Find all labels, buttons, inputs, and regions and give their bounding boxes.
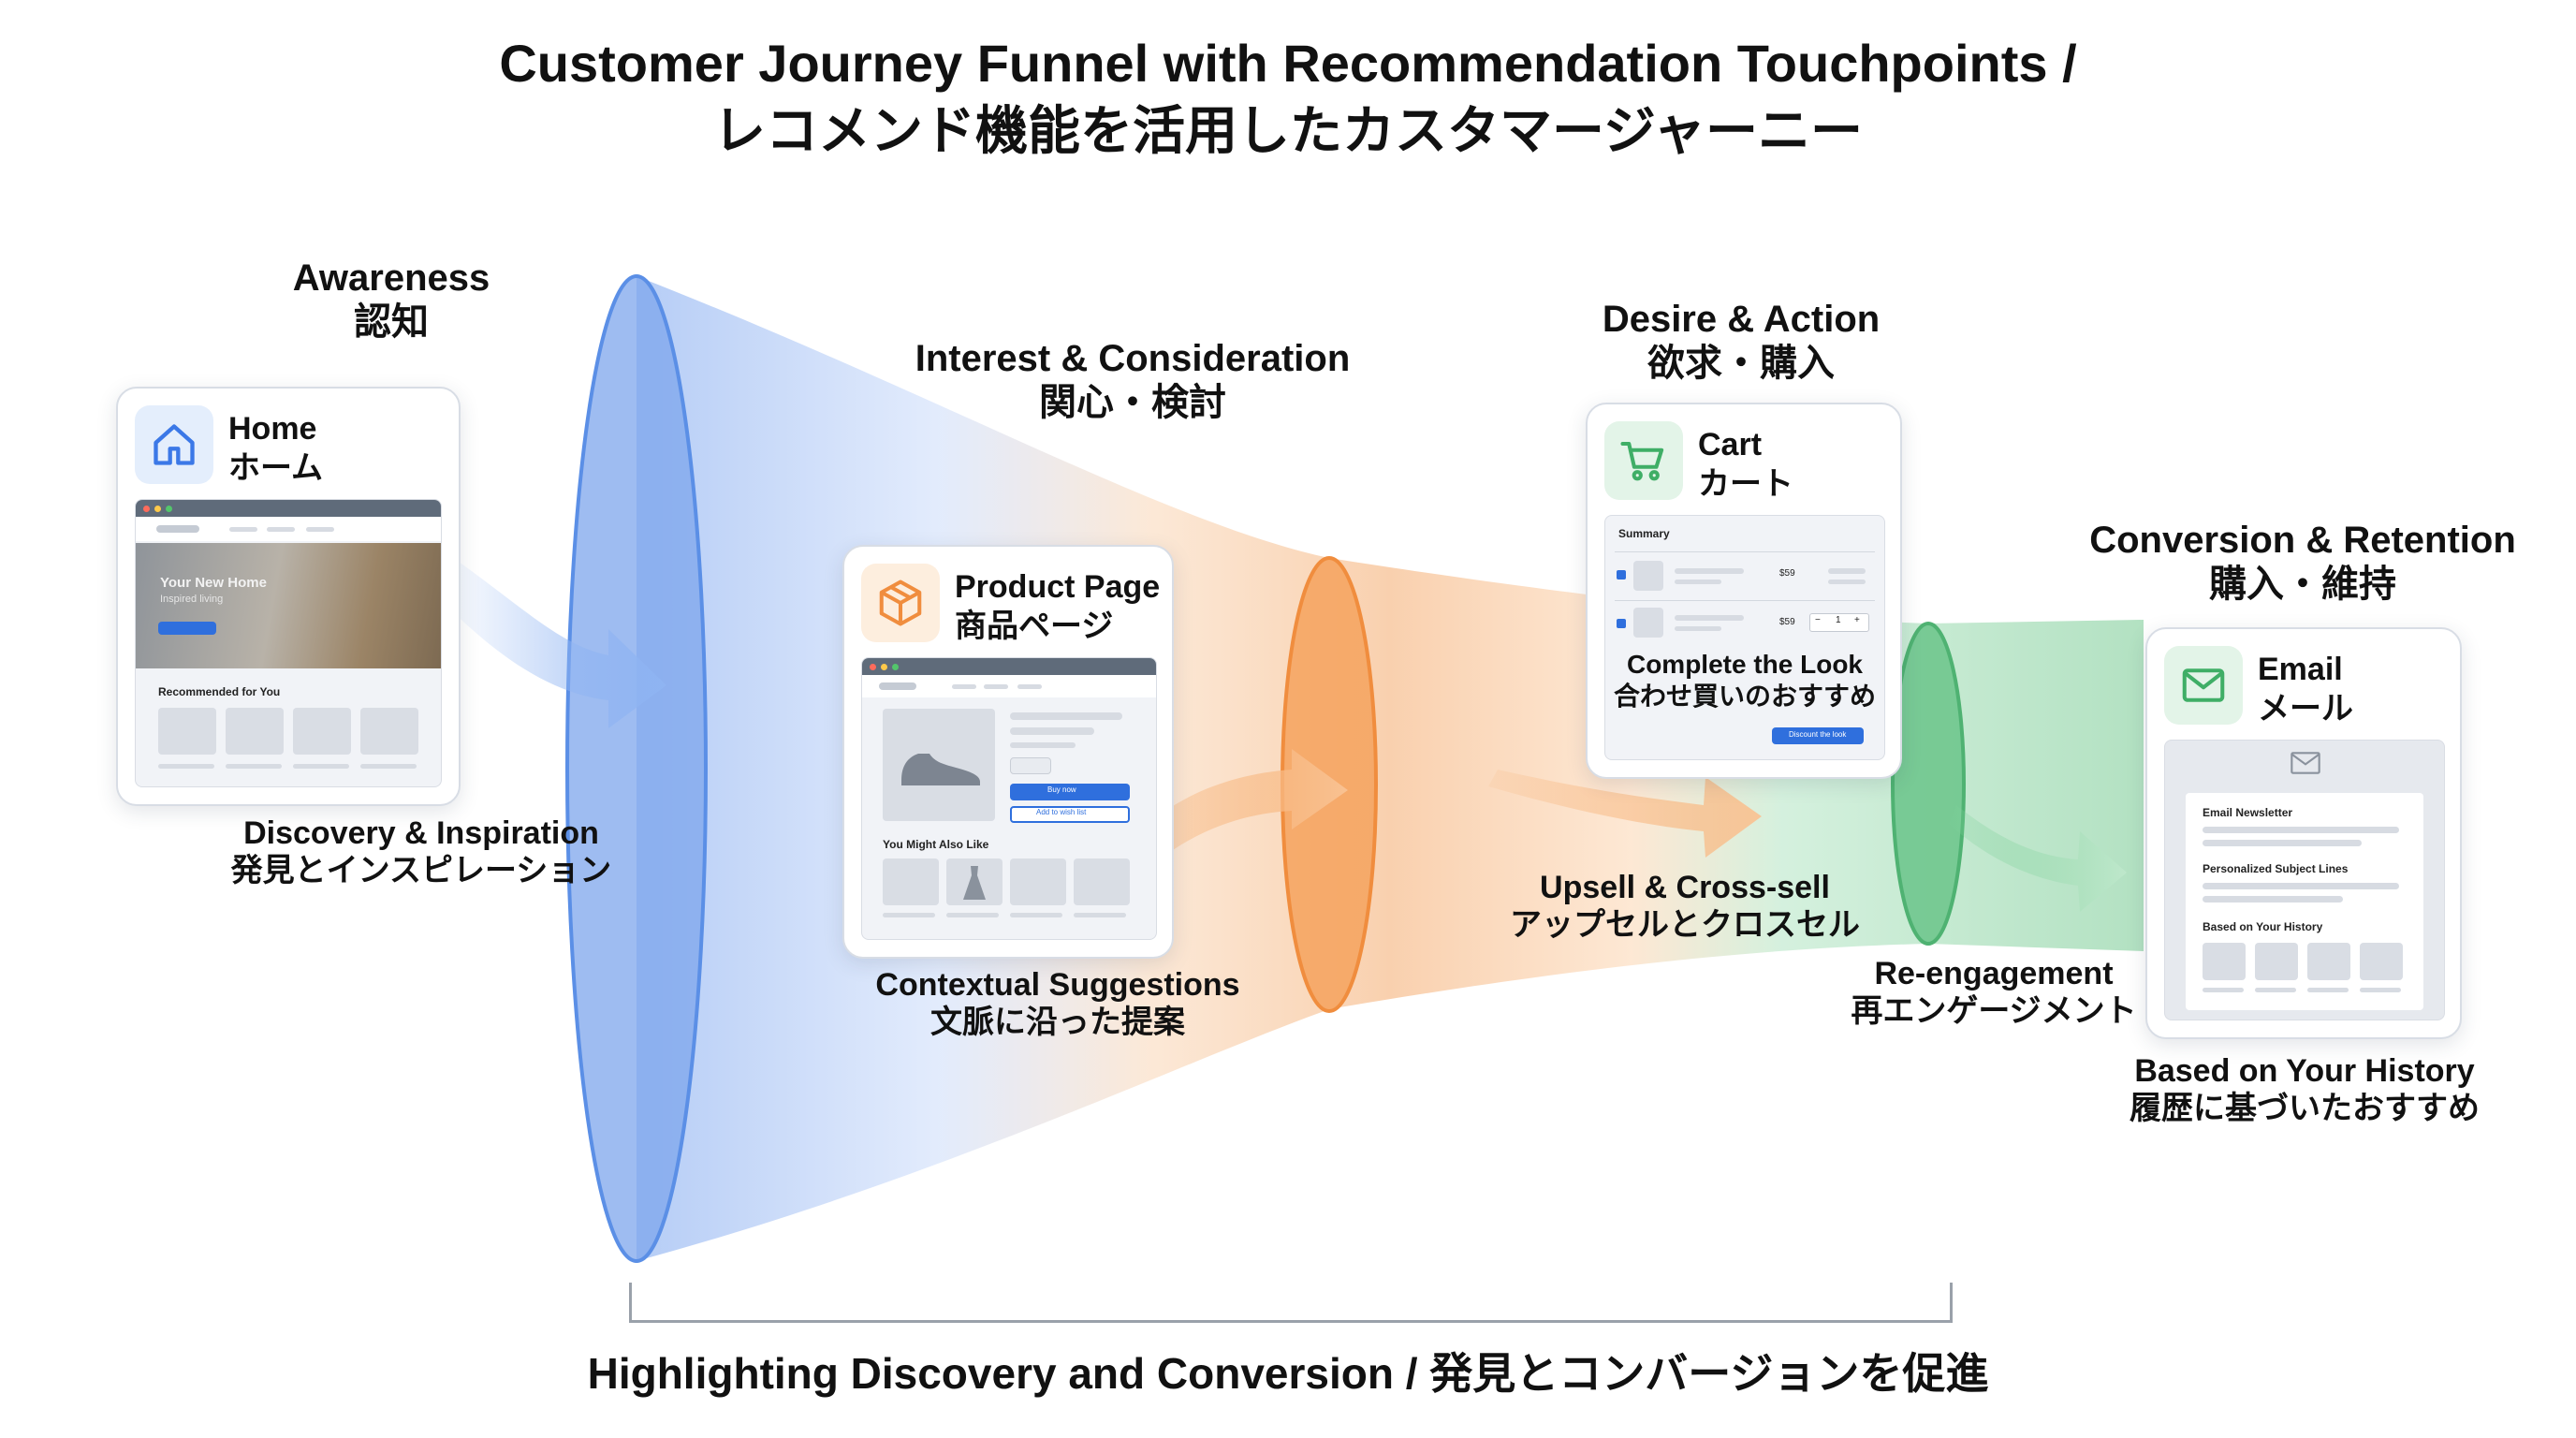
product-page-mockup: Buy now Add to wish list You Might Also … xyxy=(861,657,1157,940)
buy-now-button[interactable] xyxy=(1010,784,1130,800)
suggestion-tile[interactable] xyxy=(883,858,939,905)
quantity-value: 1 xyxy=(1836,615,1841,625)
email-product-tile[interactable] xyxy=(2360,943,2403,980)
envelope-icon xyxy=(2291,752,2320,774)
title-line-2: レコメンド機能を活用したカスタマージャーニー xyxy=(712,100,1864,160)
home-recommended-heading: Recommended for You xyxy=(158,685,281,698)
cart-cta-button[interactable] xyxy=(1772,727,1864,744)
recommended-tile[interactable] xyxy=(226,708,284,755)
stage-label-awareness: Awareness 認知 xyxy=(292,257,490,344)
caption-reengagement: Re-engagement 再エンゲージメント xyxy=(1851,956,2137,1030)
cart-item-price: $59 xyxy=(1779,617,1795,627)
home-icon xyxy=(135,405,213,484)
email-product-tile[interactable] xyxy=(2203,943,2246,980)
shoe-icon xyxy=(901,754,980,785)
orange-flow-arrow-2 xyxy=(1488,770,1762,858)
email-card: Email メール Email Newsletter Personalized … xyxy=(2145,627,2462,1039)
email-subject-label: Personalized Subject Lines xyxy=(2203,862,2349,875)
caption-contextual: Contextual Suggestions 文脈に沿った提案 xyxy=(875,967,1240,1041)
home-page-mockup: Your New Home Inspired living Recommende… xyxy=(135,499,442,787)
quantity-stepper[interactable] xyxy=(1809,613,1869,632)
email-newsletter-label: Email Newsletter xyxy=(2203,806,2293,819)
page-title: Customer Journey Funnel with Recommendat… xyxy=(165,30,2411,164)
bottom-bracket xyxy=(629,1283,1953,1323)
you-might-also-like-heading: You Might Also Like xyxy=(883,838,989,851)
cart-card-title: Cart カート xyxy=(1698,427,1793,503)
home-card: Home ホーム Your New Home Inspired living R… xyxy=(116,387,461,806)
home-hero-subtext: Inspired living xyxy=(160,594,224,605)
complete-the-look-label: Complete the Look 合わせ買いのおすすめ xyxy=(1613,650,1876,712)
home-hero-text: Your New Home xyxy=(160,575,267,591)
suggestion-tile[interactable] xyxy=(1074,858,1130,905)
cart-item-checkbox[interactable] xyxy=(1617,570,1626,580)
mail-icon xyxy=(2164,646,2243,725)
caption-discovery: Discovery & Inspiration 発見とインスピレーション xyxy=(230,815,612,889)
product-card-title: Product Page 商品ページ xyxy=(955,569,1161,645)
cart-item-checkbox[interactable] xyxy=(1617,619,1626,628)
email-history-label: Based on Your History xyxy=(2203,920,2323,933)
email-product-tile[interactable] xyxy=(2307,943,2350,980)
cart-card: Cart カート Summary $59 $59 − 1 + Complete … xyxy=(1586,403,1902,779)
cart-page-mockup: Summary $59 $59 − 1 + Complete the Look … xyxy=(1604,515,1885,760)
email-card-title: Email メール xyxy=(2258,652,2353,727)
recommended-tile[interactable] xyxy=(360,708,418,755)
stage-label-desire: Desire & Action 欲求・購入 xyxy=(1602,299,1881,385)
green-flow-arrow xyxy=(1949,805,2127,912)
email-mockup: Email Newsletter Personalized Subject Li… xyxy=(2164,740,2445,1020)
cart-item-price: $59 xyxy=(1779,568,1795,579)
cart-icon xyxy=(1604,421,1683,500)
cart-item-thumb xyxy=(1633,561,1663,591)
blue-flow-arrow xyxy=(440,562,666,728)
product-card: Product Page 商品ページ Buy now Add to wish l… xyxy=(842,545,1174,959)
email-product-tile[interactable] xyxy=(2255,943,2298,980)
home-card-title: Home ホーム xyxy=(228,411,323,487)
stage-label-interest: Interest & Consideration 関心・検討 xyxy=(915,338,1351,424)
footer-tagline: Highlighting Discovery and Conversion / … xyxy=(587,1349,1989,1398)
title-line-1: Customer Journey Funnel with Recommendat… xyxy=(499,34,2077,93)
caption-upsell: Upsell & Cross-sell アップセルとクロスセル xyxy=(1510,870,1860,944)
cart-summary-heading: Summary xyxy=(1618,527,1670,540)
cart-item-thumb xyxy=(1633,608,1663,638)
caption-history: Based on Your History 履歴に基づいたおすすめ xyxy=(2130,1053,2480,1127)
suggestion-tile[interactable] xyxy=(1010,858,1066,905)
recommended-tile[interactable] xyxy=(158,708,216,755)
stage-label-conversion: Conversion & Retention 購入・維持 xyxy=(2089,520,2516,606)
recommended-tile[interactable] xyxy=(293,708,351,755)
wishlist-button[interactable] xyxy=(1010,806,1130,823)
dress-icon xyxy=(963,866,986,900)
home-hero-button[interactable] xyxy=(158,622,216,635)
box-icon xyxy=(861,564,940,642)
home-hero-image xyxy=(136,543,441,668)
